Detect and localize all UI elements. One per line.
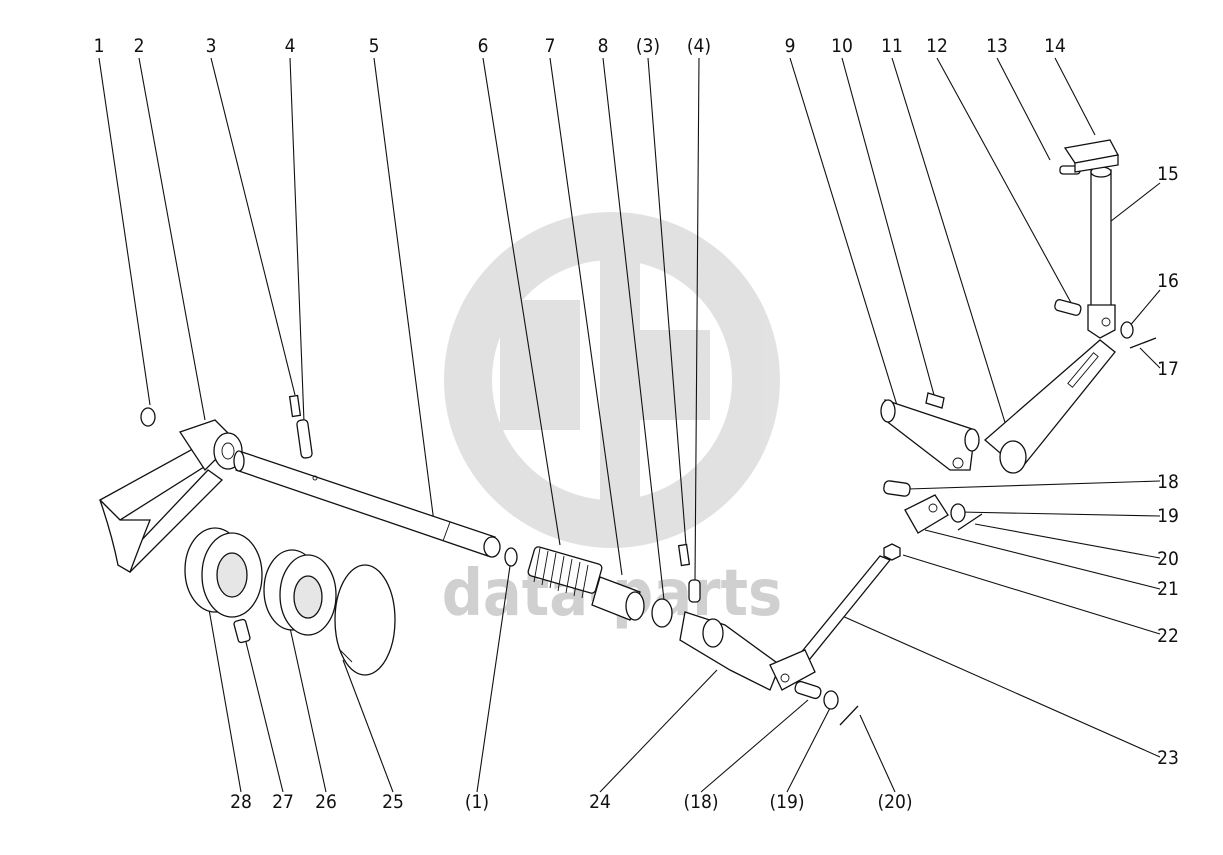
washer-19	[823, 690, 839, 710]
callout-25: 25	[382, 791, 404, 813]
pin-3-ref	[677, 543, 691, 567]
callout-28: 28	[230, 791, 252, 813]
callout-17: 17	[1157, 358, 1179, 380]
pedal-stalk	[1087, 166, 1116, 339]
callout-24: 24	[589, 791, 611, 813]
callout-6: 6	[478, 35, 489, 57]
set-screw	[233, 618, 251, 644]
callout-7: 7	[545, 35, 556, 57]
snap-ring-1-ref	[504, 547, 518, 567]
circlip	[334, 564, 396, 676]
lever-arm	[679, 611, 781, 691]
callout-23: 23	[1157, 747, 1179, 769]
nut-22	[883, 543, 901, 561]
callout-11: 11	[881, 35, 903, 57]
callout-12: 12	[926, 35, 948, 57]
callout-9: 9	[785, 35, 796, 57]
callout-3: 3	[206, 35, 217, 57]
callout-22: 22	[1157, 625, 1179, 647]
washer-8	[651, 598, 673, 628]
pin-10	[925, 392, 945, 409]
sleeve	[591, 576, 645, 621]
sliding-coupling	[184, 527, 263, 618]
pin-4-ref	[688, 579, 701, 603]
pin-3	[288, 394, 302, 418]
callouts-bottom: 28 27 26 25 (1) 24 (18) (19) (20)	[230, 791, 912, 813]
callout-10: 10	[831, 35, 853, 57]
watermark-logo	[444, 212, 780, 548]
coupling-half	[263, 549, 337, 636]
split-pin-17	[1129, 337, 1157, 349]
callout-15: 15	[1157, 163, 1179, 185]
split-pin-20	[839, 705, 859, 726]
callout-4: 4	[285, 35, 296, 57]
pedal-pad	[1063, 139, 1119, 173]
clevis-pin-18-right	[883, 480, 911, 497]
callout-20-ref: (20)	[877, 791, 912, 813]
callout-18-ref: (18)	[683, 791, 718, 813]
callout-26: 26	[315, 791, 337, 813]
callout-18: 18	[1157, 471, 1179, 493]
washer-16	[1120, 321, 1134, 339]
callout-3-ref: (3)	[636, 35, 660, 57]
callout-14: 14	[1044, 35, 1066, 57]
callout-2: 2	[134, 35, 145, 57]
callout-4-ref: (4)	[687, 35, 711, 57]
callout-1-ref: (1)	[465, 791, 489, 813]
callout-8: 8	[598, 35, 609, 57]
washer-19-right	[950, 503, 966, 523]
callout-1: 1	[94, 35, 105, 57]
pin-4	[296, 419, 313, 459]
callout-16: 16	[1157, 270, 1179, 292]
connecting-rod	[769, 555, 892, 691]
pin-12	[1054, 299, 1082, 316]
leader-lines	[98, 57, 1161, 793]
callout-13: 13	[986, 35, 1008, 57]
callouts-top: 1 2 3 4 5 6 7 8 (3) (4) 9 10 11 12 13 14	[94, 35, 1066, 57]
callout-27: 27	[272, 791, 294, 813]
clevis-pin-18	[794, 680, 822, 700]
callout-21: 21	[1157, 578, 1179, 600]
callout-19: 19	[1157, 505, 1179, 527]
shift-fork	[98, 419, 243, 573]
clevis-21	[904, 494, 949, 534]
pedal-lever	[984, 339, 1116, 474]
callout-19-ref: (19)	[769, 791, 804, 813]
callouts-right: 15 16 17 18 19 20 21 22 23	[1157, 163, 1179, 769]
snap-ring-1	[140, 407, 156, 427]
callout-20: 20	[1157, 548, 1179, 570]
split-pin-20-right	[957, 513, 983, 531]
bellcrank-9	[880, 399, 980, 471]
callout-5: 5	[369, 35, 380, 57]
shift-shaft	[233, 450, 501, 558]
